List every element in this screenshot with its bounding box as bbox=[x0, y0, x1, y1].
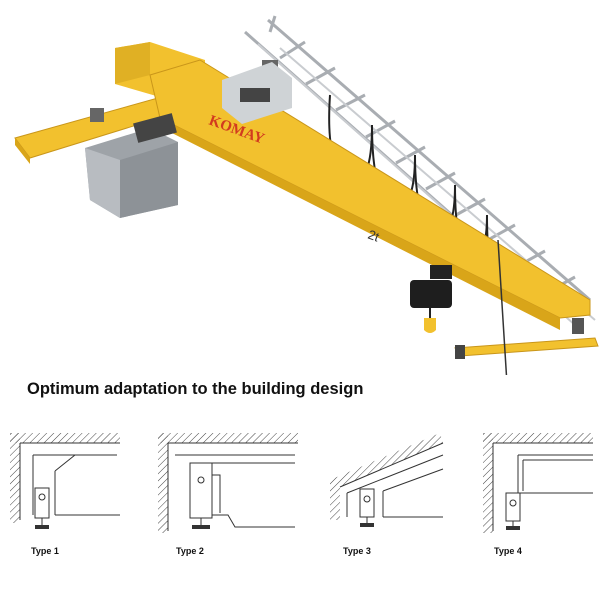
type-label: Type 4 bbox=[494, 546, 522, 556]
end-carriage-front bbox=[454, 337, 599, 357]
main-girder bbox=[149, 59, 591, 319]
flat-ceiling-corner-diagram bbox=[483, 433, 593, 533]
notched-wall-bracket-diagram bbox=[158, 433, 298, 533]
sloped-roof-bracket-diagram bbox=[10, 433, 120, 529]
type-3-diagram: Type 3 bbox=[325, 425, 445, 565]
type-label: Type 3 bbox=[343, 546, 371, 556]
drive-motor bbox=[85, 113, 178, 218]
type-2-diagram: Type 2 bbox=[150, 425, 298, 565]
crane-illustration: KOMAY 2t bbox=[14, 15, 599, 375]
type-label: Type 1 bbox=[31, 546, 59, 556]
capacity-label: 2t bbox=[366, 227, 382, 245]
type-1-diagram: Type 1 bbox=[5, 425, 125, 565]
type-4-diagram: Type 4 bbox=[478, 425, 598, 565]
headline: Optimum adaptation to the building desig… bbox=[27, 380, 364, 398]
type-label: Type 2 bbox=[176, 546, 204, 556]
sloped-ceiling-bracket-diagram bbox=[330, 433, 444, 527]
electric-hoist bbox=[410, 265, 452, 333]
